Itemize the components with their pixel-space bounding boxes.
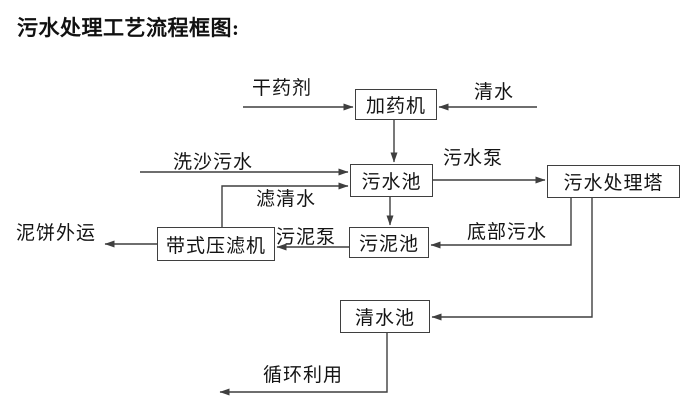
edge-bottom-sewage-to-sludge	[430, 198, 572, 249]
flow-label-mud-cake-outbound: 泥饼外运	[16, 223, 97, 244]
node-sewage-pool-label: 污水池	[361, 172, 422, 193]
edge-tower-to-clean-pool	[431, 198, 593, 321]
edge-clean-pool-to-recycle	[219, 333, 388, 396]
flow-label-filtered-water: 滤清水	[256, 189, 317, 210]
diagram-title: 污水处理工艺流程框图:	[17, 16, 240, 40]
node-belt-filter-press: 带式压滤机	[157, 227, 275, 261]
node-sewage-treatment-tower-label: 污水处理塔	[563, 173, 664, 194]
node-sewage-pool: 污水池	[350, 164, 433, 197]
node-sludge-pool-label: 污泥池	[358, 234, 419, 255]
node-clean-water-pool-label: 清水池	[354, 308, 415, 329]
flow-label-dry-chemical: 干药剂	[252, 78, 313, 99]
edge-filtered-water-to-sewage	[221, 182, 349, 227]
node-dosing-machine-label: 加药机	[365, 96, 426, 117]
flow-label-recycle-reuse: 循环利用	[263, 365, 344, 386]
node-sewage-treatment-tower: 污水处理塔	[547, 165, 680, 198]
flow-label-sewage-pump: 污水泵	[443, 148, 504, 169]
flow-label-sand-washing-sewage: 洗沙污水	[173, 152, 254, 173]
flow-label-clean-water: 清水	[474, 82, 515, 103]
flow-label-sludge-pump: 污泥泵	[276, 227, 337, 248]
node-clean-water-pool: 清水池	[340, 300, 430, 333]
flow-label-bottom-sewage: 底部污水	[467, 222, 548, 243]
node-belt-filter-press-label: 带式压滤机	[165, 235, 266, 257]
node-sludge-pool: 污泥池	[349, 227, 429, 258]
node-dosing-machine: 加药机	[355, 89, 437, 120]
